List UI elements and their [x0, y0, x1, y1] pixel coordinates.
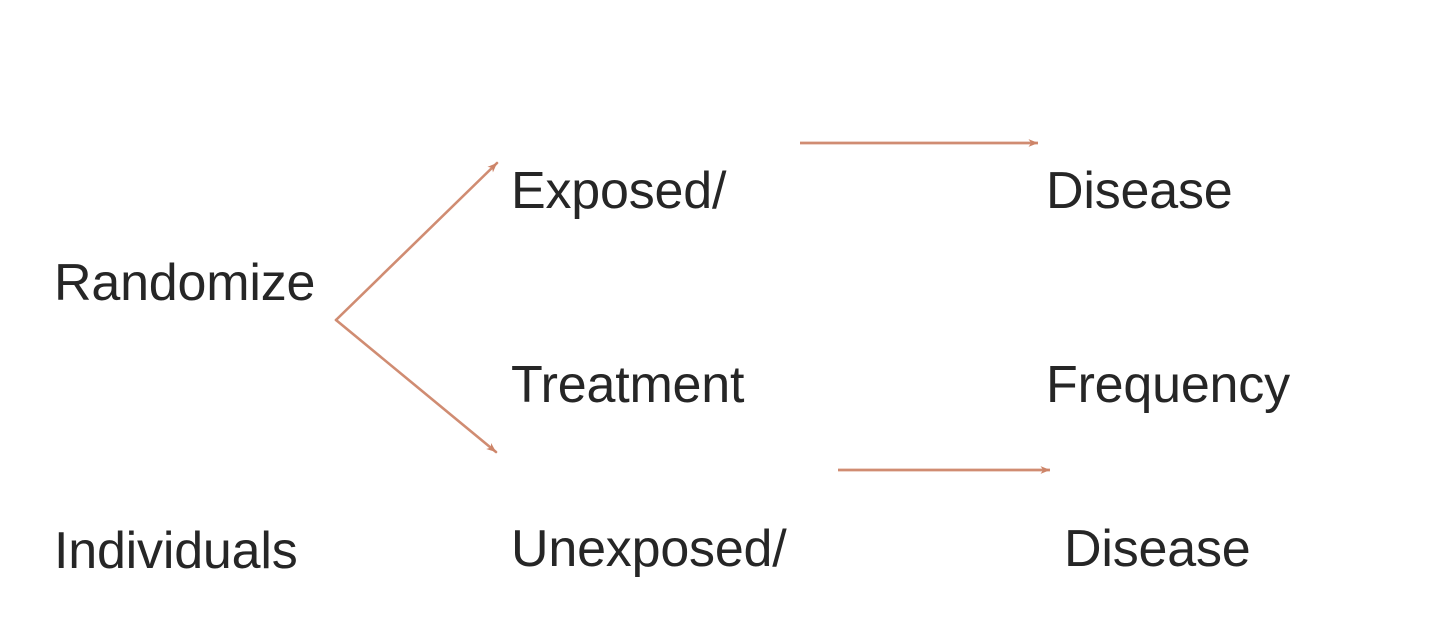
node-randomize-label: Randomize [54, 254, 316, 312]
node-exposed-treatment-line2: Treatment [511, 356, 745, 414]
node-individuals: Individuals [54, 421, 298, 630]
node-outcome-bottom-line1: Disease [1064, 520, 1251, 578]
node-outcome-top-line1: Disease [1046, 162, 1233, 220]
node-unexposed-control-line1: Unexposed/ [511, 520, 787, 578]
node-exposed-treatment-line1: Exposed/ [511, 162, 727, 220]
node-randomize: Randomize [54, 153, 315, 413]
node-outcome-bottom: Disease Frequency [1064, 419, 1308, 630]
node-individuals-label: Individuals [54, 522, 298, 580]
branch-to-exposed-arrow [334, 161, 499, 322]
node-outcome-top-line2: Frequency [1046, 356, 1290, 414]
node-outcome-top: Disease Frequency [1046, 61, 1290, 515]
branch-to-unexposed-arrow [334, 318, 498, 454]
node-exposed-treatment: Exposed/ Treatment [511, 61, 744, 515]
node-unexposed-control: Unexposed/ Control [511, 419, 787, 630]
